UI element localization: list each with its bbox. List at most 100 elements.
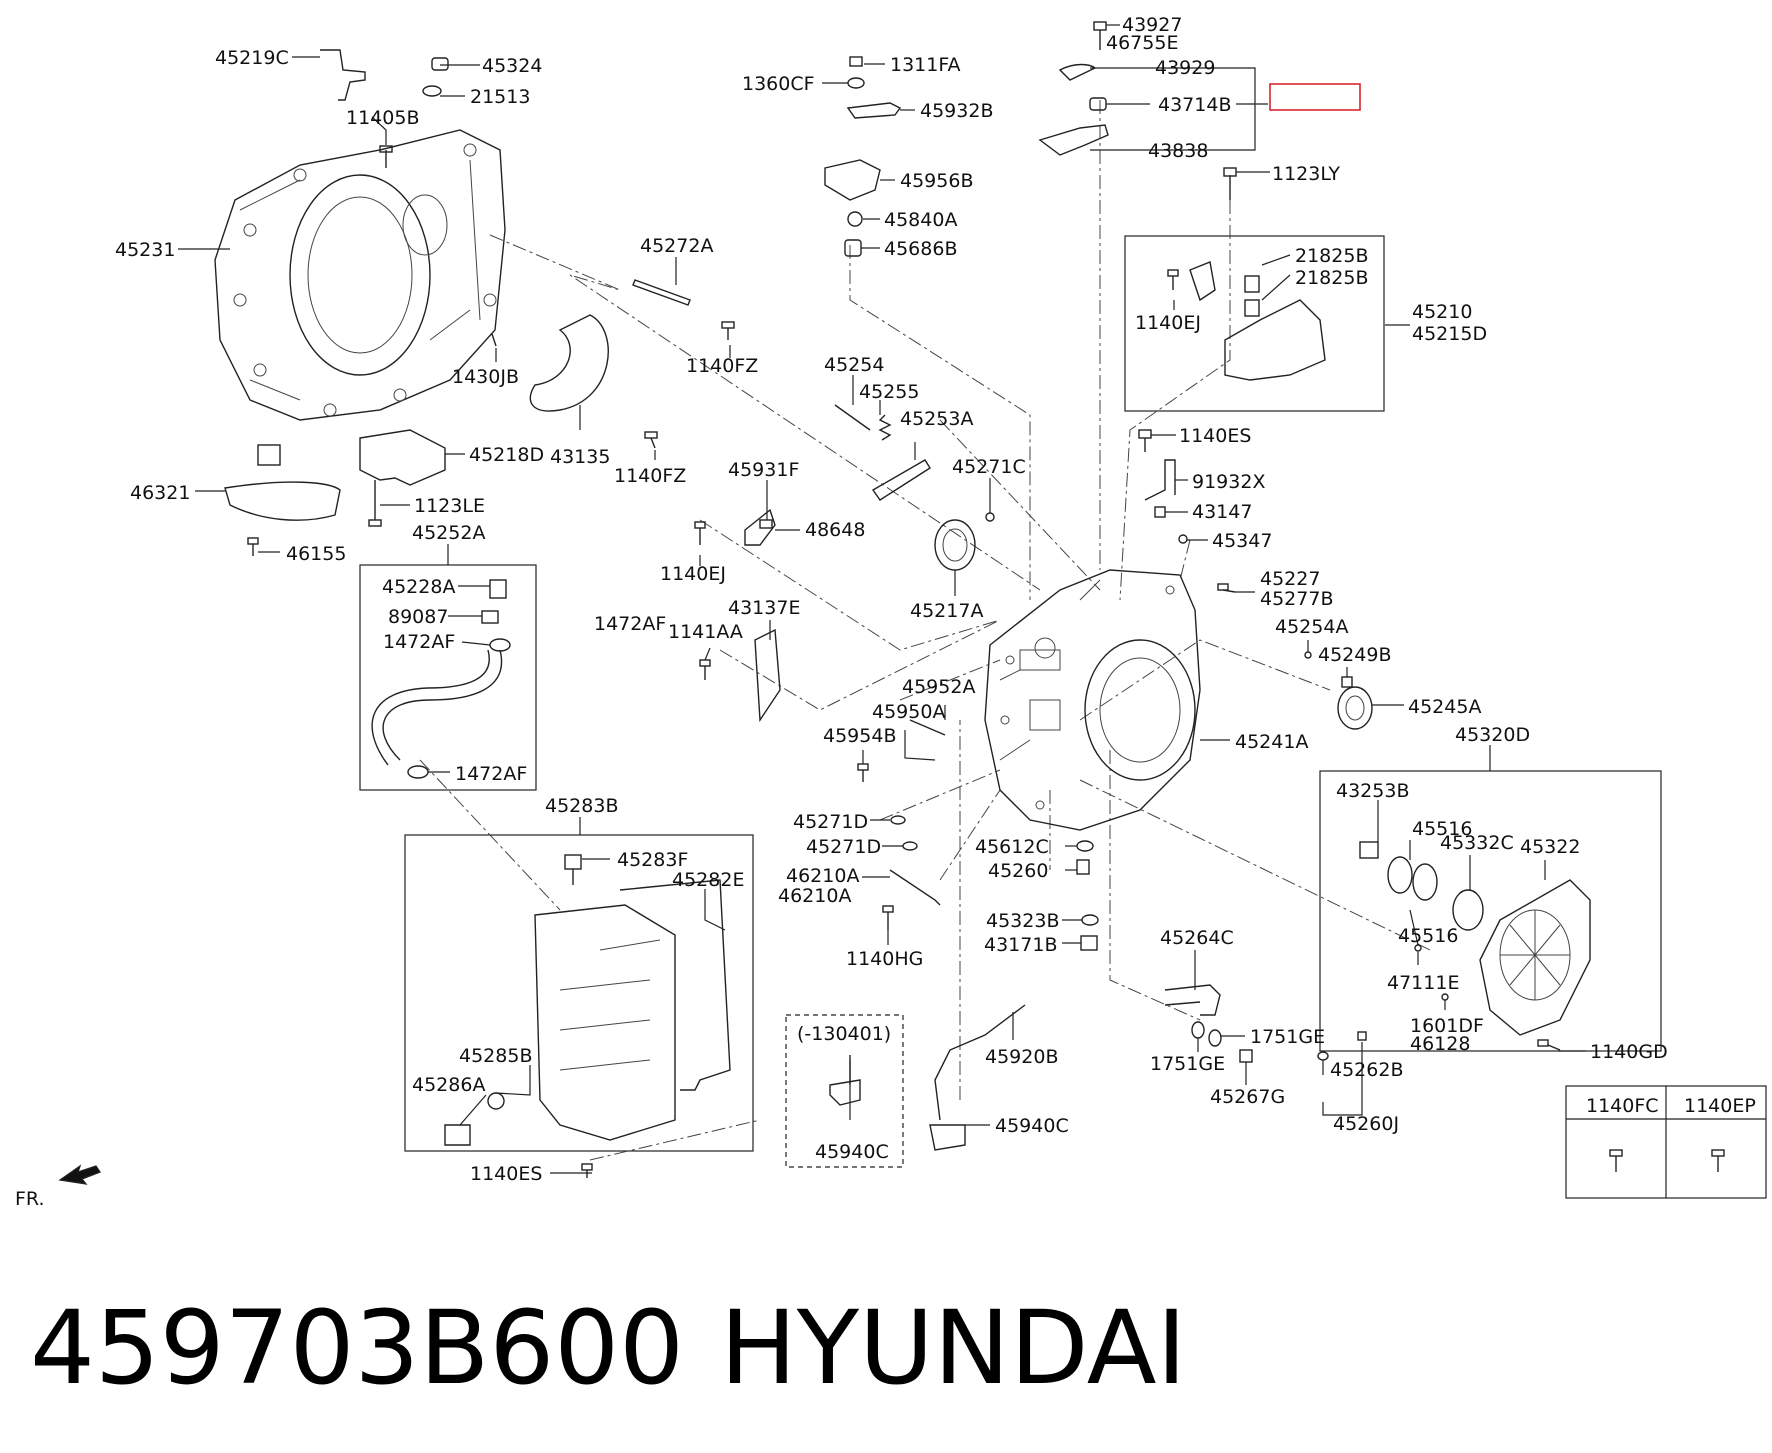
label-45277B[interactable]: 45277B [1260, 588, 1333, 610]
label-1123LY[interactable]: 1123LY [1272, 163, 1340, 185]
label-45215D[interactable]: 45215D [1412, 323, 1487, 345]
legend-header-1140EP: 1140EP [1684, 1095, 1756, 1117]
label-45262B[interactable]: 45262B [1330, 1059, 1403, 1081]
label-1140FZ-lower[interactable]: 1140FZ [614, 465, 686, 487]
label-43171B[interactable]: 43171B [984, 934, 1057, 956]
label-1751GE-left[interactable]: 1751GE [1150, 1053, 1225, 1075]
label-45254[interactable]: 45254 [824, 354, 884, 376]
bushing-45686B [844, 239, 862, 257]
label-45940C[interactable]: 45940C [995, 1115, 1069, 1137]
label-45218D[interactable]: 45218D [469, 444, 544, 466]
label-1140HG[interactable]: 1140HG [846, 948, 923, 970]
label-46155[interactable]: 46155 [286, 543, 346, 565]
label-45612C[interactable]: 45612C [975, 836, 1049, 858]
label-21825B-lower[interactable]: 21825B [1295, 267, 1368, 289]
label-45227[interactable]: 45227 [1260, 568, 1320, 590]
label-45210[interactable]: 45210 [1412, 301, 1472, 323]
label-45264C[interactable]: 45264C [1160, 927, 1234, 949]
label-1140FZ-upper[interactable]: 1140FZ [686, 355, 758, 377]
label-91932X[interactable]: 91932X [1192, 471, 1265, 493]
label-45249B[interactable]: 45249B [1318, 644, 1391, 666]
label-11405B[interactable]: 11405B [346, 107, 419, 129]
label-43135[interactable]: 43135 [550, 446, 610, 468]
label-1472AF-upper[interactable]: 1472AF [383, 631, 455, 653]
label-45686B[interactable]: 45686B [884, 238, 957, 260]
part-labels[interactable]: 45219C 45324 21513 11405B 45231 45272A 1… [15, 14, 1756, 1210]
label-45840A[interactable]: 45840A [884, 209, 957, 231]
label-45954B[interactable]: 45954B [823, 725, 896, 747]
label-43137E[interactable]: 43137E [728, 597, 800, 619]
label-43253B[interactable]: 43253B [1336, 780, 1409, 802]
label-21825B-upper[interactable]: 21825B [1295, 245, 1368, 267]
label-45940C-old[interactable]: 45940C [815, 1141, 889, 1163]
label-43929[interactable]: 43929 [1155, 57, 1215, 79]
label-1140ES-pan[interactable]: 1140ES [470, 1163, 542, 1185]
label-48648[interactable]: 48648 [805, 519, 865, 541]
label-45322[interactable]: 45322 [1520, 836, 1580, 858]
label-45254A[interactable]: 45254A [1275, 616, 1348, 638]
label-46755E[interactable]: 46755E [1106, 32, 1178, 54]
label-45231[interactable]: 45231 [115, 239, 175, 261]
label-45271C[interactable]: 45271C [952, 456, 1026, 478]
label-45282E[interactable]: 45282E [672, 869, 744, 891]
label-45260J[interactable]: 45260J [1333, 1113, 1399, 1135]
label-45272A[interactable]: 45272A [640, 235, 713, 257]
label-1360CF[interactable]: 1360CF [742, 73, 815, 95]
label-1430JB[interactable]: 1430JB [452, 366, 519, 388]
label-1601DF[interactable]: 1601DF [1410, 1015, 1484, 1037]
bolt-1140ES-upper [1138, 429, 1152, 452]
label-43838[interactable]: 43838 [1148, 140, 1208, 162]
label-1140GD[interactable]: 1140GD [1590, 1041, 1668, 1063]
label-89087[interactable]: 89087 [388, 606, 448, 628]
label-1140EJ-mid[interactable]: 1140EJ [660, 563, 726, 585]
label-45324[interactable]: 45324 [482, 55, 542, 77]
label-45952A[interactable]: 45952A [902, 676, 975, 698]
label-46210A-lower[interactable]: 46210A [778, 885, 851, 907]
label-46210A-upper[interactable]: 46210A [786, 865, 859, 887]
label-45956B[interactable]: 45956B [900, 170, 973, 192]
label-45950A[interactable]: 45950A [872, 701, 945, 723]
label-1140EJ-group[interactable]: 1140EJ [1135, 312, 1201, 334]
label-45320D[interactable]: 45320D [1455, 724, 1530, 746]
label-1123LE[interactable]: 1123LE [414, 495, 485, 517]
label-21513[interactable]: 21513 [470, 86, 530, 108]
label-1141AA[interactable]: 1141AA [668, 621, 743, 643]
label-45932B[interactable]: 45932B [920, 100, 993, 122]
label-45516-lower[interactable]: 45516 [1398, 925, 1458, 947]
label-46128[interactable]: 46128 [1410, 1033, 1470, 1055]
label-1140ES-upper[interactable]: 1140ES [1179, 425, 1251, 447]
label-45286A[interactable]: 45286A [412, 1074, 485, 1096]
label-45260[interactable]: 45260 [988, 860, 1048, 882]
label-45253A[interactable]: 45253A [900, 408, 973, 430]
label-45228A[interactable]: 45228A [382, 576, 455, 598]
label-45241A[interactable]: 45241A [1235, 731, 1308, 753]
label-45217A[interactable]: 45217A [910, 600, 983, 622]
label-45920B[interactable]: 45920B [985, 1046, 1058, 1068]
label-43714B[interactable]: 43714B [1158, 94, 1231, 116]
label-45283B[interactable]: 45283B [545, 795, 618, 817]
label-45332C[interactable]: 45332C [1440, 832, 1514, 854]
label-45516-upper[interactable]: 45516 [1412, 818, 1472, 840]
label-45245A[interactable]: 45245A [1408, 696, 1481, 718]
label-45271D-upper[interactable]: 45271D [793, 811, 868, 833]
label-47111E[interactable]: 47111E [1387, 972, 1459, 994]
label-1751GE-right[interactable]: 1751GE [1250, 1026, 1325, 1048]
label-45252A[interactable]: 45252A [412, 522, 485, 544]
label-45285B[interactable]: 45285B [459, 1045, 532, 1067]
label-45271D-lower[interactable]: 45271D [806, 836, 881, 858]
label-130401[interactable]: (-130401) [797, 1023, 891, 1045]
label-45267G[interactable]: 45267G [1210, 1086, 1285, 1108]
label-45255[interactable]: 45255 [859, 381, 919, 403]
label-45323B[interactable]: 45323B [986, 910, 1059, 932]
label-43147[interactable]: 43147 [1192, 501, 1252, 523]
label-45283F[interactable]: 45283F [617, 849, 688, 871]
label-43927[interactable]: 43927 [1122, 14, 1182, 36]
label-1472AF-mid[interactable]: 1472AF [594, 613, 666, 635]
label-46321[interactable]: 46321 [130, 482, 190, 504]
label-1472AF-lower[interactable]: 1472AF [455, 763, 527, 785]
bolt-1141AA [699, 659, 711, 680]
label-45931F[interactable]: 45931F [728, 459, 799, 481]
label-45347[interactable]: 45347 [1212, 530, 1272, 552]
label-1311FA[interactable]: 1311FA [890, 54, 961, 76]
label-45219C[interactable]: 45219C [215, 47, 289, 69]
